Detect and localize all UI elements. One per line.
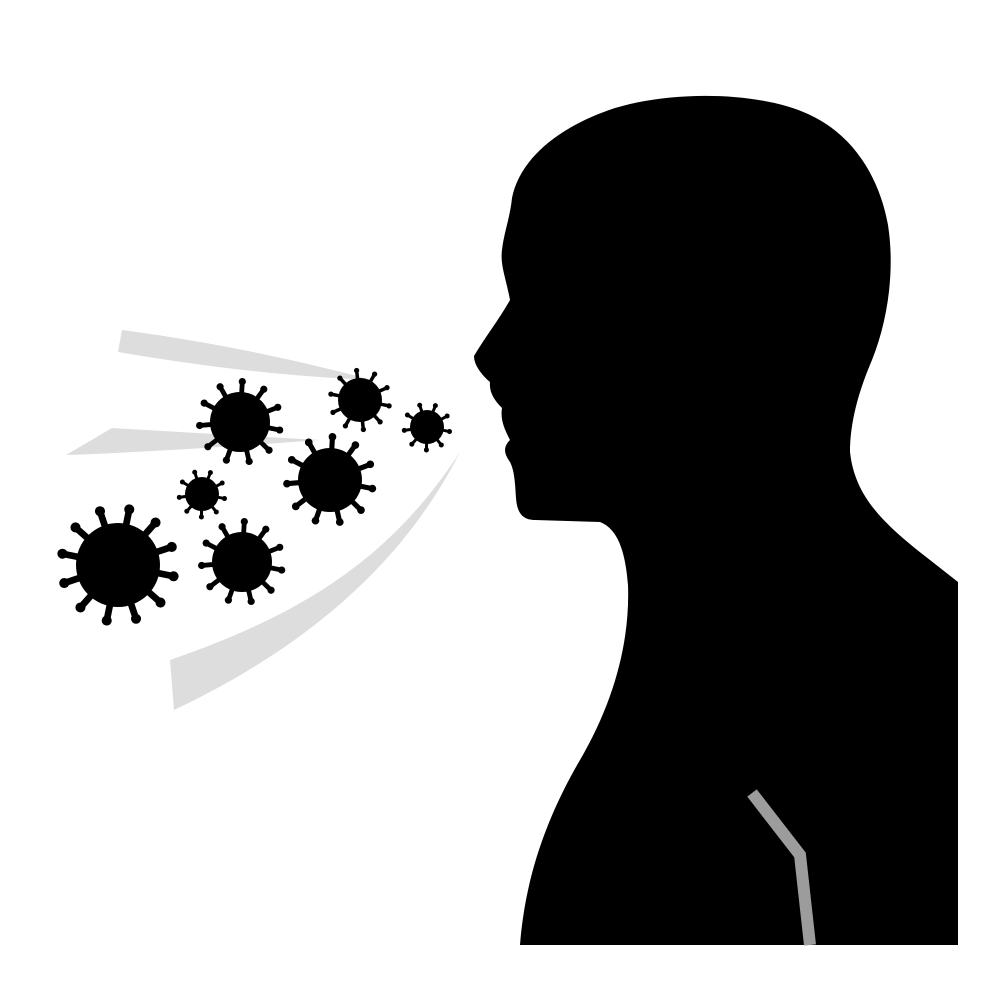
breath-stream-icon	[118, 330, 372, 380]
breath-streams	[66, 330, 460, 710]
virus-particle-icon	[176, 469, 227, 520]
virus-particle-icon	[328, 367, 392, 433]
shirt-collar-line	[747, 789, 816, 946]
virus-particle-icon	[283, 433, 377, 526]
virus-particle-icon	[196, 377, 284, 466]
head-silhouette	[474, 95, 958, 946]
virus-particle-icon	[57, 504, 179, 626]
virus-particle-icon	[401, 402, 452, 453]
virus-particles	[57, 367, 452, 626]
head-silhouette-icon	[474, 95, 958, 946]
breath-stream-icon	[170, 452, 460, 710]
virus-particle-icon	[198, 517, 286, 606]
breath-stream-icon	[66, 428, 320, 455]
